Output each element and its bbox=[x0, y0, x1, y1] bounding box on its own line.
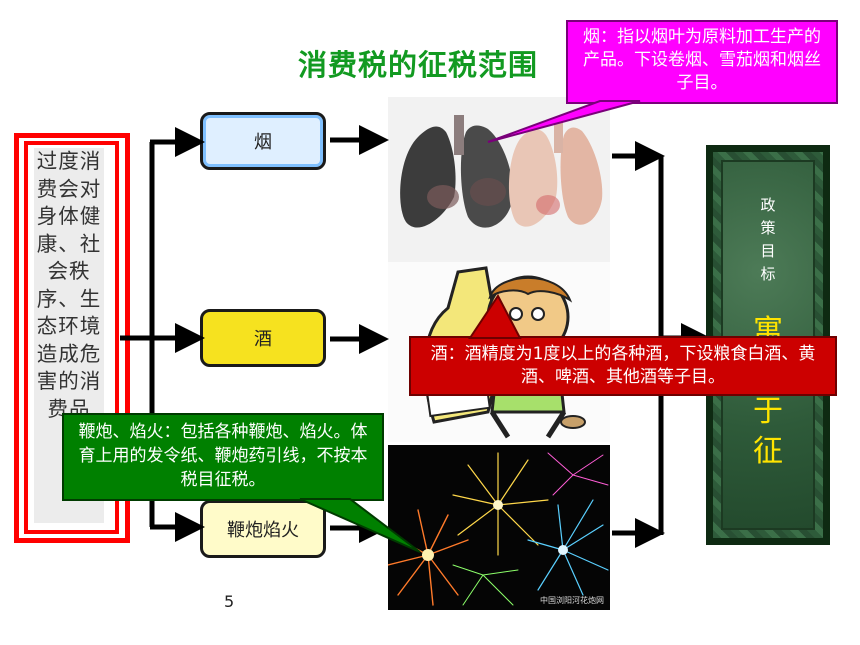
fireworks-callout: 鞭炮、焰火：包括各种鞭炮、焰火。体育上用的发令纸、鞭炮药引线，不按本税目征税。 bbox=[62, 413, 384, 501]
policy-target-label: 政策目标 bbox=[760, 196, 776, 283]
tobacco-callout: 烟：指以烟叶为原料加工生产的产品。下设卷烟、雪茄烟和烟丝子目。 bbox=[566, 20, 838, 104]
fireworks-image-caption: 中国浏阳河花炮网 bbox=[540, 596, 604, 605]
lungs-image bbox=[388, 97, 610, 267]
alcohol-callout: 酒：酒精度为1度以上的各种酒，下设粮食白酒、黄酒、啤酒、其他酒等子目。 bbox=[409, 336, 837, 396]
category-fireworks-box: 鞭炮焰火 bbox=[200, 500, 326, 558]
category-alcohol-box: 酒 bbox=[200, 309, 326, 367]
category-tobacco-label: 烟 bbox=[254, 132, 272, 153]
page-number: 5 bbox=[224, 592, 235, 611]
category-alcohol-label: 酒 bbox=[254, 329, 272, 350]
slide-title: 消费税的征税范围 bbox=[298, 48, 539, 82]
left-box-inner-frame bbox=[24, 141, 119, 534]
category-fireworks-label: 鞭炮焰火 bbox=[227, 520, 299, 541]
category-tobacco-box: 烟 bbox=[200, 112, 326, 170]
fireworks-image: 中国浏阳河花炮网 bbox=[388, 445, 610, 610]
